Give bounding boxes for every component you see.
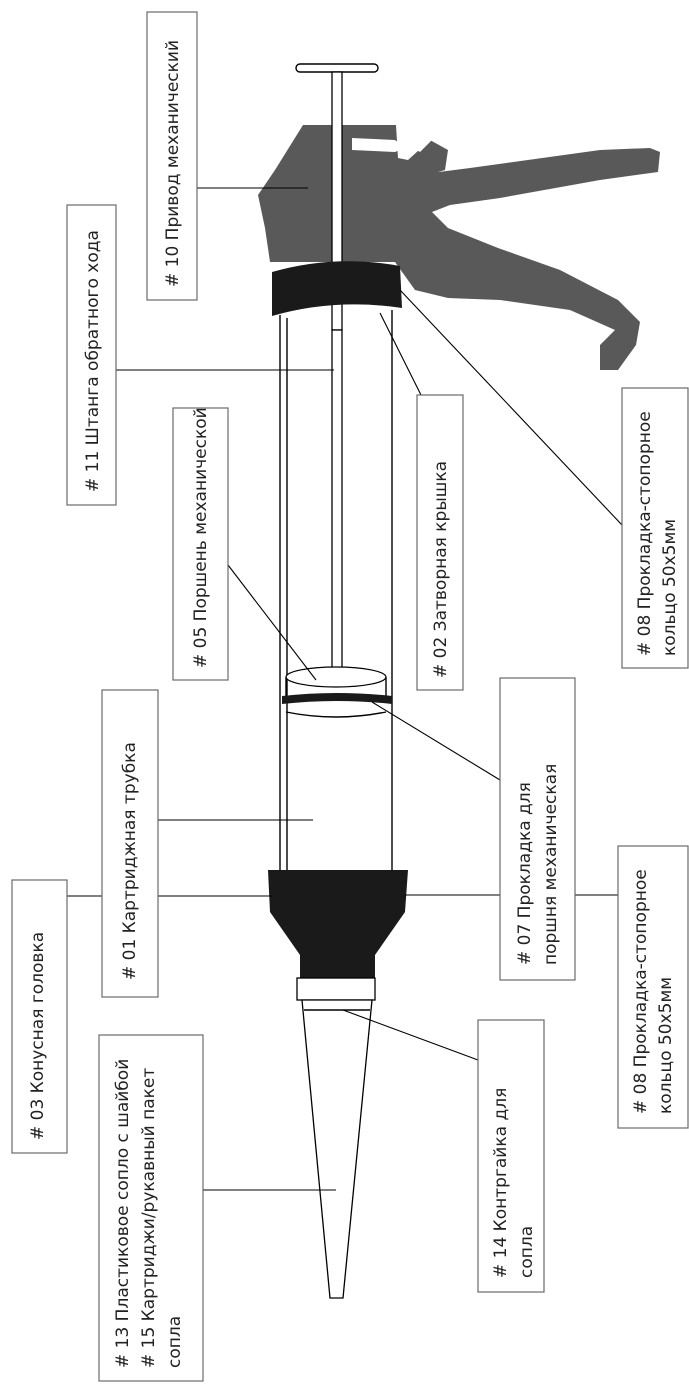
label-nozzle: # 13 Пластиковое сопло с шайбой # 15 Кар… [98, 1034, 204, 1382]
leader-lines [67, 187, 623, 1191]
label-piston: # 05 Поршень механической [172, 407, 229, 681]
piston [285, 666, 387, 688]
label-piston-seal: # 07 Прокладка для поршня механическая [499, 677, 576, 981]
svg-text:сопла: сопла [517, 1226, 537, 1278]
label-drive: # 10 Привод механический [146, 11, 198, 301]
label-closure-cap: # 02 Затворная крышка [416, 394, 464, 691]
svg-text:# 01 Картриджная трубка: # 01 Картриджная трубка [120, 742, 140, 980]
handle-lever-notch [410, 118, 448, 152]
svg-text:# 05 Поршень механической: # 05 Поршень механической [191, 407, 211, 668]
svg-text:кольцо 50х5мм: кольцо 50х5мм [660, 519, 680, 656]
svg-text:# 15 Картриджи/рукавный пакет: # 15 Картриджи/рукавный пакет [139, 1068, 159, 1368]
svg-text:# 14 Контргайка для: # 14 Контргайка для [491, 1088, 511, 1278]
svg-text:# 08 Прокладка-стопорное: # 08 Прокладка-стопорное [631, 869, 651, 1114]
label-locknut: # 14 Контргайка для сопла [477, 1019, 545, 1293]
rod-lower-shaft [331, 329, 343, 676]
svg-text:# 02 Затворная крышка: # 02 Затворная крышка [431, 461, 451, 678]
plastic-nozzle [301, 999, 373, 1299]
drive-mechanism-handle [258, 125, 660, 370]
svg-text:# 13 Пластиковое сопло с шайбо: # 13 Пластиковое сопло с шайбой [113, 1059, 133, 1368]
label-ring-bottom: # 08 Прокладка-стопорное кольцо 50х5мм [617, 845, 689, 1129]
closure-cap [272, 261, 402, 316]
label-return-rod: # 11 Штанга обратного хода [66, 204, 117, 506]
svg-text:# 08 Прокладка-стопорное: # 08 Прокладка-стопорное [635, 411, 655, 656]
svg-text:# 03 Конусная головка: # 03 Конусная головка [28, 932, 48, 1140]
label-cartridge-tube: # 01 Картриджная трубка [101, 689, 159, 998]
piston-seal [282, 693, 392, 704]
handle-slot [352, 138, 405, 152]
svg-text:# 10 Привод механический: # 10 Привод механический [163, 40, 183, 287]
svg-text:кольцо 50х5мм: кольцо 50х5мм [656, 977, 676, 1114]
label-cone-head: # 03 Конусная головка [11, 879, 68, 1154]
svg-text:сопла: сопла [165, 1316, 185, 1368]
nozzle-locknut [296, 977, 376, 1001]
svg-text:# 07 Прокладка для: # 07 Прокладка для [515, 782, 535, 965]
cone-head [268, 870, 408, 978]
svg-text:# 11 Штанга обратного хода: # 11 Штанга обратного хода [83, 230, 103, 492]
caulking-gun-drawing [258, 63, 660, 1299]
label-ring-top: # 08 Прокладка-стопорное кольцо 50х5мм [621, 387, 689, 669]
svg-text:поршня механическая: поршня механическая [541, 764, 561, 965]
rod-t-handle [295, 63, 379, 73]
